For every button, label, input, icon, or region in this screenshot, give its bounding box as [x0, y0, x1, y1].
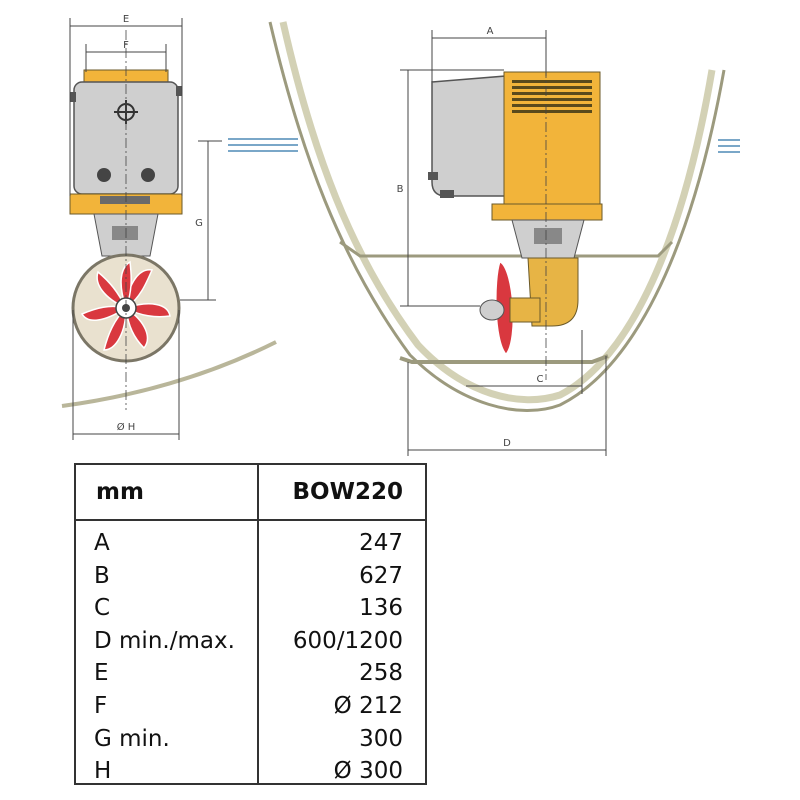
dim-label-E: E — [123, 14, 129, 25]
side-view: A B C D — [268, 21, 740, 456]
water-line-left — [228, 138, 298, 152]
table-row-value: Ø 300 — [333, 758, 403, 785]
dim-label-D: D — [503, 438, 511, 449]
terminal-right — [141, 168, 155, 182]
table-header: mm BOW220 — [76, 465, 425, 521]
hull-section — [268, 21, 726, 412]
table-row-label: E — [94, 660, 109, 687]
table-row-value: 300 — [359, 725, 403, 752]
table-row-label: F — [94, 692, 108, 719]
table-row-value: 136 — [359, 595, 403, 622]
dimensions-table: mm BOW220 A B C D min./max. E F G min. H… — [74, 463, 427, 785]
table-row-value: 627 — [359, 562, 403, 589]
table-row-value: 247 — [359, 530, 403, 556]
dim-label-F: F — [123, 40, 129, 51]
dim-E — [69, 18, 183, 196]
motor-cover — [431, 75, 507, 197]
table-row-value: 258 — [359, 660, 403, 687]
water-line-right — [718, 139, 740, 153]
dim-label-C: C — [537, 374, 544, 385]
table-body: A B C D min./max. E F G min. H 247 627 1… — [76, 521, 425, 784]
table-row-value: Ø 212 — [333, 692, 403, 719]
value-column: 247 627 136 600/1200 258 Ø 212 300 Ø 300 — [259, 521, 425, 784]
motor-mount-plate — [491, 203, 603, 221]
hull-curve-left — [61, 340, 277, 408]
propeller-side — [495, 261, 514, 355]
terminal-left — [97, 168, 111, 182]
label-column: A B C D min./max. E F G min. H — [76, 521, 259, 784]
tunnel-top — [339, 240, 674, 258]
motor-vents — [512, 80, 592, 113]
table-row-label: B — [94, 562, 110, 589]
prop-nose-cone — [479, 299, 505, 321]
dim-D — [407, 356, 607, 456]
front-view: E F G Ø H — [61, 14, 298, 440]
dim-label-H: Ø H — [117, 421, 136, 433]
model-header: BOW220 — [292, 479, 403, 505]
dim-label-G: G — [195, 218, 203, 229]
dim-G — [180, 140, 222, 301]
propeller-front — [80, 260, 171, 351]
dim-C — [466, 330, 583, 394]
table-row-label: H — [94, 758, 112, 785]
dim-label-A: A — [487, 26, 494, 37]
dim-F — [85, 44, 167, 72]
table-row-label: A — [94, 530, 110, 556]
tunnel-bottom — [399, 354, 609, 364]
thruster-dimension-drawing: E F G Ø H — [61, 14, 740, 456]
table-row-label: C — [94, 595, 111, 622]
table-row-value: 600/1200 — [292, 627, 403, 654]
unit-header: mm — [76, 465, 259, 519]
dim-A — [431, 30, 547, 82]
dim-B — [400, 69, 504, 307]
dim-label-B: B — [397, 184, 404, 195]
table-row-label: G min. — [94, 725, 170, 752]
dim-H — [72, 310, 180, 440]
table-row-label: D min./max. — [94, 627, 235, 654]
